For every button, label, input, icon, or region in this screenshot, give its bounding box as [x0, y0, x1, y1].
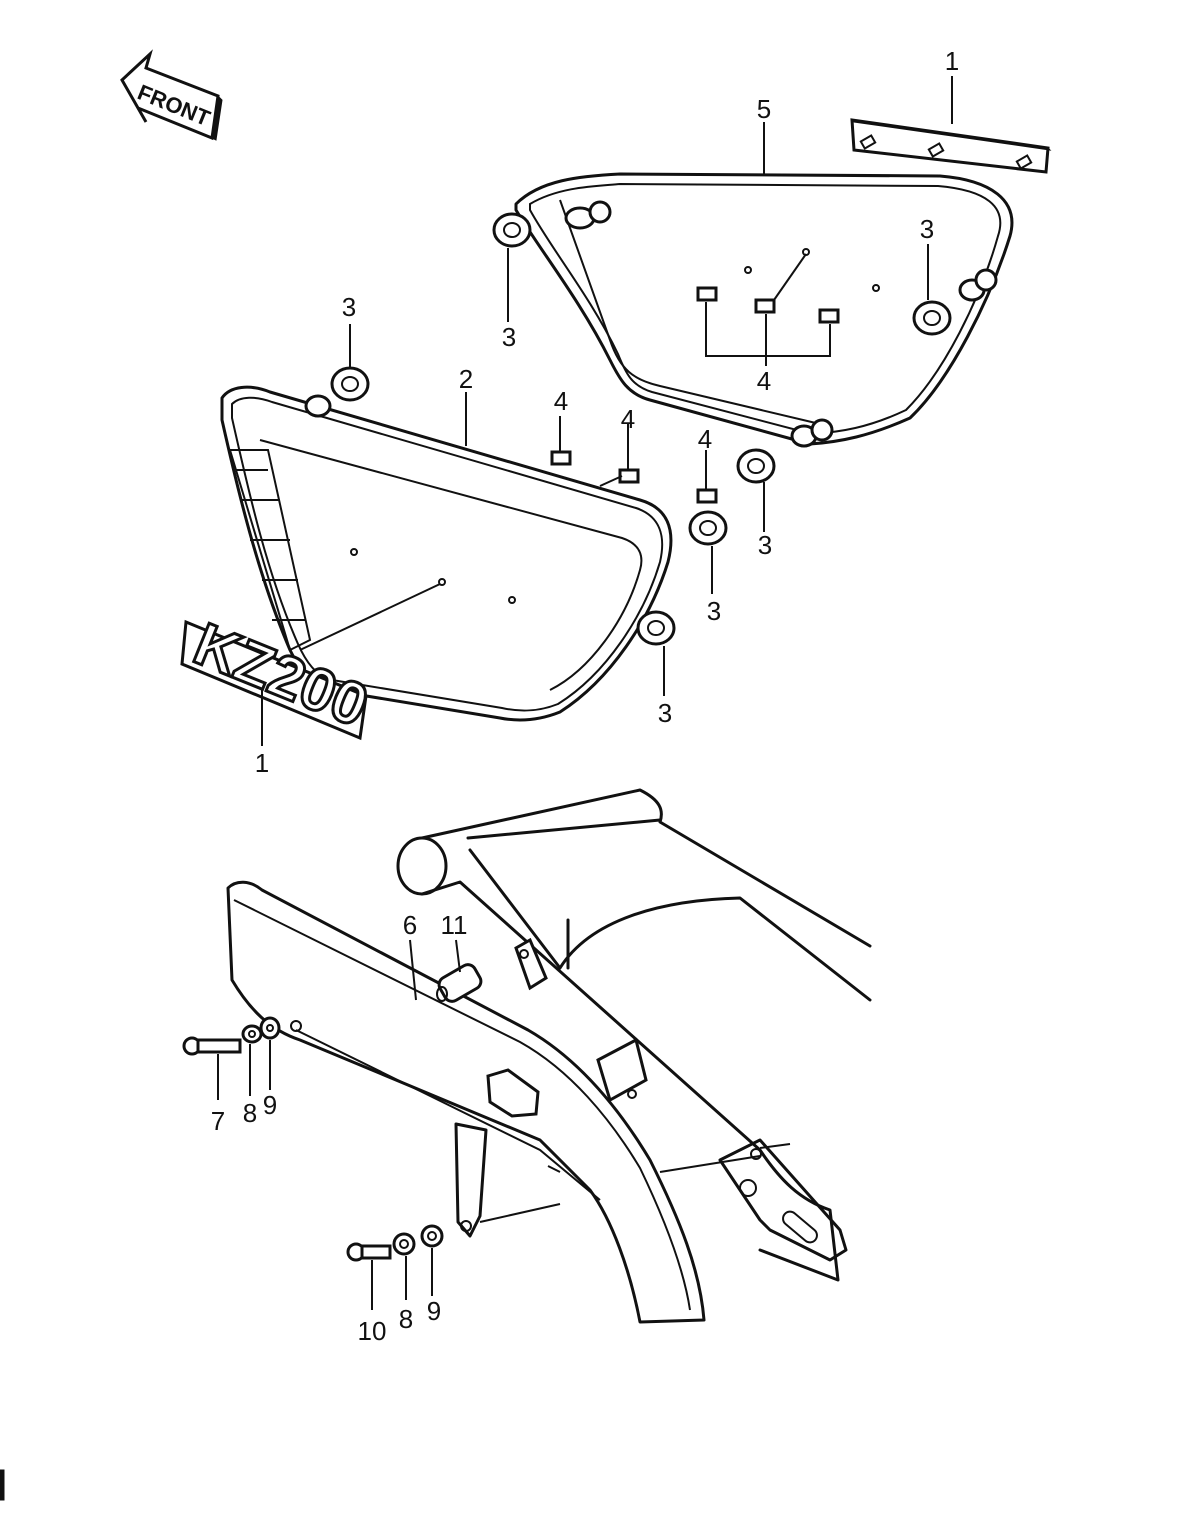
callout-9-upper: 9 [263, 1090, 277, 1120]
washer-icon [392, 1232, 416, 1256]
callout-9-lower: 9 [427, 1296, 441, 1326]
callout-10: 10 [358, 1316, 387, 1346]
edge-mark [0, 1469, 5, 1501]
side-cover-right [514, 172, 1014, 448]
grommet-icon [636, 610, 676, 646]
callout-3-right-top: 3 [920, 214, 934, 244]
chain-guard [226, 880, 706, 1324]
callout-3-mid-right: 3 [758, 530, 772, 560]
clip-icon [754, 298, 776, 314]
callout-3-bottom: 3 [658, 698, 672, 728]
collar-icon [436, 963, 483, 1003]
clip-icon [550, 450, 572, 466]
kz200-badge: KZ200 [180, 608, 379, 741]
callout-3-left-top: 3 [342, 292, 356, 322]
callout-5: 5 [757, 94, 771, 124]
washer-icon [420, 1224, 444, 1248]
swing-arm [396, 788, 872, 1282]
washer-icon [241, 1024, 263, 1044]
grommet-icon [492, 212, 532, 248]
callout-3-center-top: 3 [502, 322, 516, 352]
emblem-plate-top [850, 118, 1052, 174]
grommet-icon [330, 366, 370, 402]
callout-11: 11 [441, 910, 468, 940]
callout-4-cover-right: 4 [757, 366, 771, 396]
callout-8-upper: 8 [243, 1098, 257, 1128]
leader-lines [217, 76, 953, 1310]
callout-4-left: 4 [554, 386, 568, 416]
clip-icon [618, 468, 640, 484]
callout-4-right: 4 [698, 424, 712, 454]
clip-icon [696, 488, 718, 504]
clip-icon [696, 286, 718, 302]
grommet-icon [688, 510, 728, 546]
callout-2: 2 [459, 364, 473, 394]
callout-6: 6 [403, 910, 417, 940]
grommet-icon [736, 448, 776, 484]
grommet-icon [912, 300, 952, 336]
front-arrow-icon: FRONT [120, 49, 223, 141]
side-cover-left [220, 385, 718, 722]
callout-4-center: 4 [621, 404, 635, 434]
washer-icon [259, 1016, 281, 1040]
clip-icon [818, 308, 840, 324]
callout-3-mid: 3 [707, 596, 721, 626]
callout-1-badge: 1 [255, 748, 269, 778]
bolt-icon [346, 1242, 392, 1262]
bolt-icon [182, 1036, 242, 1056]
callout-7: 7 [211, 1106, 225, 1136]
callout-8-lower: 8 [399, 1304, 413, 1334]
callout-1-top: 1 [945, 46, 959, 76]
